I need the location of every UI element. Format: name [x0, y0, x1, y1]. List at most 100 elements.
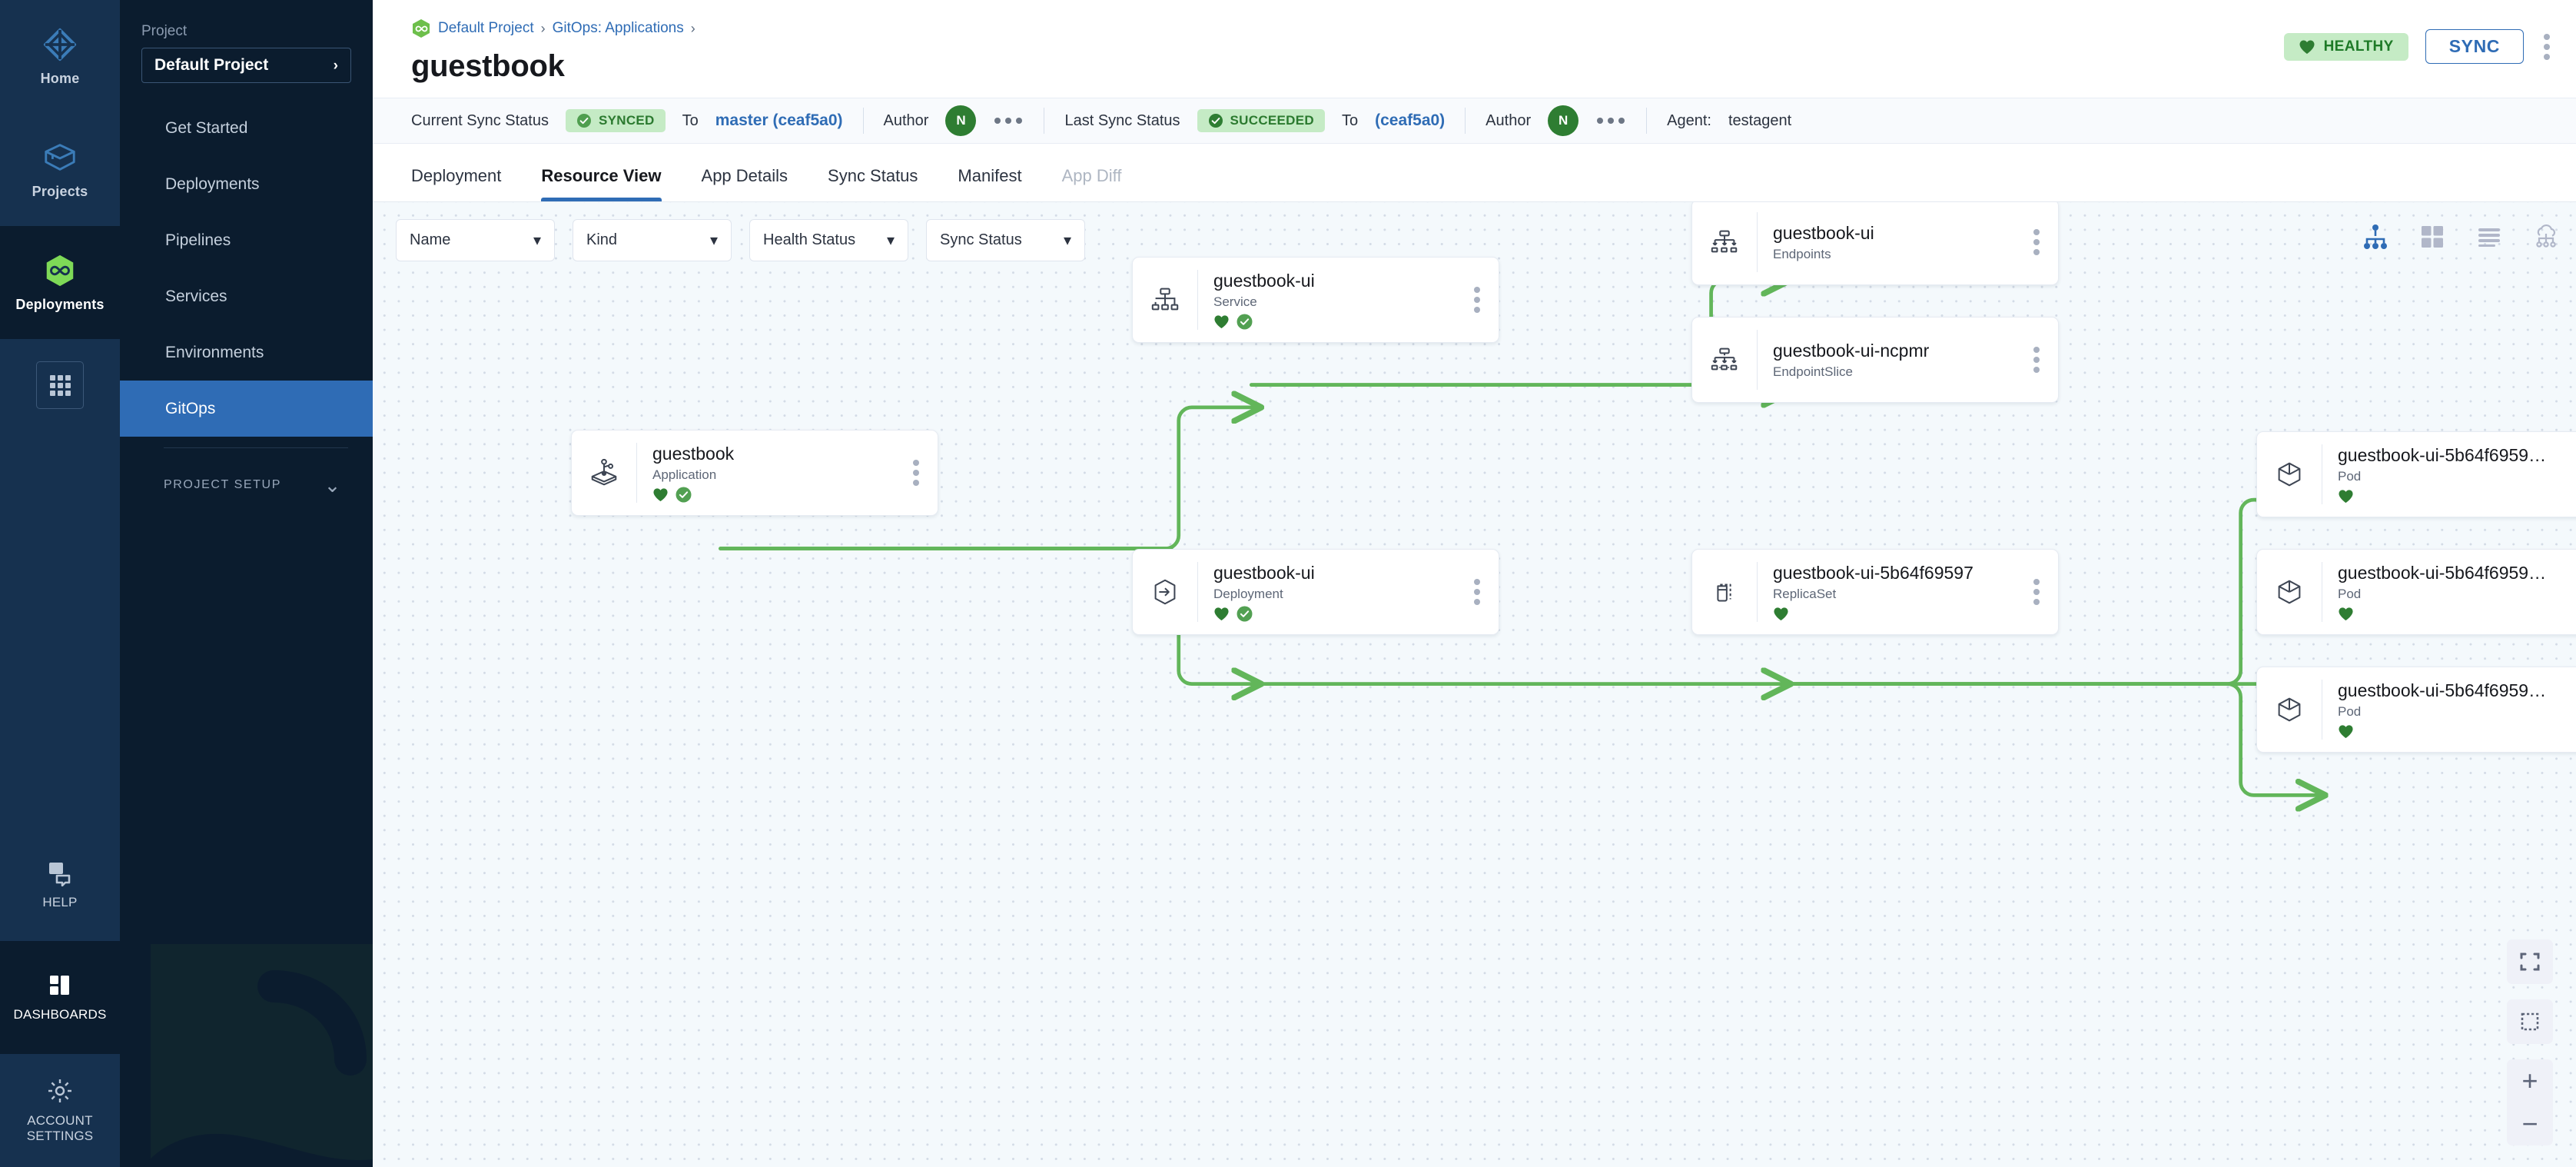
node-badges	[2338, 723, 2572, 740]
home-grid-icon	[42, 27, 78, 62]
app-launcher-button[interactable]	[36, 361, 84, 409]
project-selector[interactable]: Default Project ›	[141, 48, 351, 83]
network-view-icon[interactable]	[2533, 224, 2559, 250]
filter-name[interactable]: Name ▾	[396, 219, 555, 261]
last-sync-overflow-icon[interactable]	[1595, 113, 1626, 128]
node-overflow-menu[interactable]	[895, 457, 938, 489]
chevron-down-icon: ▾	[1063, 231, 1071, 249]
heart-healthy-icon	[653, 488, 668, 501]
graph-node-service[interactable]: guestbook-ui Service	[1132, 257, 1499, 343]
sidebar-project-setup-toggle[interactable]: PROJECT SETUP ⌄	[164, 474, 342, 497]
graph-node-application[interactable]: guestbook Application	[571, 430, 938, 516]
kebab-vertical-icon[interactable]	[2030, 576, 2043, 608]
kebab-vertical-icon[interactable]	[910, 457, 922, 489]
current-sync-revision-link[interactable]: master (ceaf5a0)	[715, 111, 843, 129]
divider	[1757, 212, 1758, 272]
node-kind: Pod	[2338, 469, 2362, 484]
filter-kind[interactable]: Kind ▾	[573, 219, 732, 261]
node-body: guestbook-ui Endpoints	[1758, 222, 2015, 263]
last-sync-revision-link[interactable]: (ceaf5a0)	[1375, 111, 1446, 129]
node-kind: Service	[1213, 294, 1257, 310]
kebab-vertical-icon[interactable]	[2030, 344, 2043, 376]
kebab-vertical-icon[interactable]	[2030, 226, 2043, 258]
sync-button[interactable]: SYNC	[2425, 29, 2524, 64]
rail-item-help-label: HELP	[42, 895, 78, 910]
endpoints-icon	[1692, 226, 1757, 258]
tab-sync-status[interactable]: Sync Status	[828, 166, 918, 185]
graph-node-pod-3[interactable]: guestbook-ui-5b64f6959… Pod	[2256, 667, 2576, 753]
rail-item-dashboards[interactable]: DASHBOARDS	[0, 941, 120, 1054]
svg-text:?: ?	[53, 863, 59, 874]
node-kind: ReplicaSet	[1773, 587, 1837, 602]
node-overflow-menu[interactable]	[2015, 226, 2058, 258]
graph-node-pod-2[interactable]: guestbook-ui-5b64f6959… Pod	[2256, 549, 2576, 635]
sidebar-item-pipelines[interactable]: Pipelines	[120, 212, 373, 268]
kebab-vertical-icon[interactable]	[1471, 576, 1483, 608]
node-overflow-menu[interactable]	[2015, 576, 2058, 608]
primary-icon-rail: Home Projects	[0, 0, 120, 1167]
rail-item-account-settings[interactable]: ACCOUNT SETTINGS	[0, 1054, 120, 1167]
app-launcher-row	[0, 339, 120, 431]
filter-sync-status[interactable]: Sync Status ▾	[926, 219, 1085, 261]
last-sync-to-label: To	[1341, 111, 1359, 129]
node-title: guestbook-ui-5b64f6959…	[2338, 562, 2547, 583]
kebab-vertical-icon[interactable]	[2541, 31, 2553, 63]
node-title: guestbook-ui-5b64f6959…	[2338, 680, 2547, 700]
sidebar-item-environments[interactable]: Environments	[120, 324, 373, 381]
node-badges	[1213, 605, 1448, 622]
breadcrumb-separator: ›	[540, 20, 546, 36]
app-health-badge-label: HEALTHY	[2323, 38, 2394, 55]
breadcrumb-link-gitops-applications[interactable]: GitOps: Applications	[552, 20, 684, 36]
node-title: guestbook-ui	[1213, 562, 1315, 583]
chevron-down-icon: ▾	[886, 231, 895, 249]
node-title: guestbook-ui-ncpmr	[1773, 340, 1930, 361]
node-overflow-menu[interactable]	[2015, 344, 2058, 376]
zoom-in-button[interactable]: +	[2521, 1065, 2538, 1097]
tab-app-diff: App Diff	[1061, 166, 1122, 185]
breadcrumb-separator: ›	[690, 20, 695, 36]
node-overflow-menu[interactable]	[1456, 284, 1499, 316]
tab-resource-view[interactable]: Resource View	[521, 166, 681, 201]
node-overflow-menu[interactable]	[1456, 576, 1499, 608]
breadcrumb: Default Project › GitOps: Applications ›	[411, 17, 2545, 40]
resource-graph-canvas[interactable]: Name ▾ Kind ▾ Health Status ▾ Sync Statu…	[373, 202, 2576, 1167]
node-badges	[2338, 487, 2572, 504]
node-badges	[652, 486, 887, 503]
tab-app-details[interactable]: App Details	[701, 166, 788, 185]
graph-node-pod-1[interactable]: guestbook-ui-5b64f6959… Pod	[2256, 431, 2576, 517]
graph-node-endpoints[interactable]: guestbook-ui Endpoints	[1691, 202, 2059, 285]
rail-item-help[interactable]: ? HELP	[0, 828, 120, 941]
graph-node-replicaset[interactable]: guestbook-ui-5b64f69597 ReplicaSet	[1691, 549, 2059, 635]
kebab-vertical-icon[interactable]	[1471, 284, 1483, 316]
current-sync-status-badge: SYNCED	[565, 109, 666, 132]
divider	[1465, 108, 1466, 134]
rail-top-group: Home Projects	[0, 0, 120, 431]
fullscreen-button[interactable]	[2507, 939, 2553, 984]
filter-health-status[interactable]: Health Status ▾	[749, 219, 908, 261]
rail-item-home[interactable]: Home	[0, 0, 120, 113]
list-view-icon[interactable]	[2476, 224, 2502, 250]
canvas-zoom-controls: + −	[2507, 939, 2553, 1145]
current-sync-overflow-icon[interactable]	[993, 113, 1024, 128]
infinity-hex-icon	[42, 253, 78, 288]
sidebar-item-gitops[interactable]: GitOps	[120, 381, 373, 437]
breadcrumb-link-default-project[interactable]: Default Project	[438, 20, 534, 36]
select-region-button[interactable]	[2507, 999, 2553, 1044]
rail-item-projects[interactable]: Projects	[0, 113, 120, 226]
graph-node-endpointslice[interactable]: guestbook-ui-ncpmr EndpointSlice	[1691, 317, 2059, 403]
rail-item-deployments[interactable]: Deployments	[0, 226, 120, 339]
apps-grid-icon	[47, 372, 73, 398]
tab-manifest[interactable]: Manifest	[958, 166, 1022, 185]
filter-health-status-label: Health Status	[763, 231, 856, 248]
tab-deployment[interactable]: Deployment	[411, 166, 502, 185]
sidebar-project-setup-label: PROJECT SETUP	[164, 478, 281, 491]
endpointslice-icon	[1692, 344, 1757, 376]
grid-view-icon[interactable]	[2419, 224, 2445, 250]
graph-node-deployment[interactable]: guestbook-ui Deployment	[1132, 549, 1499, 635]
tree-view-icon[interactable]	[2362, 224, 2388, 250]
current-sync-status-label: Current Sync Status	[411, 111, 549, 129]
sidebar-item-get-started[interactable]: Get Started	[120, 100, 373, 156]
zoom-out-button[interactable]: −	[2521, 1108, 2538, 1140]
sidebar-item-services[interactable]: Services	[120, 268, 373, 324]
sidebar-item-deployments[interactable]: Deployments	[120, 156, 373, 212]
